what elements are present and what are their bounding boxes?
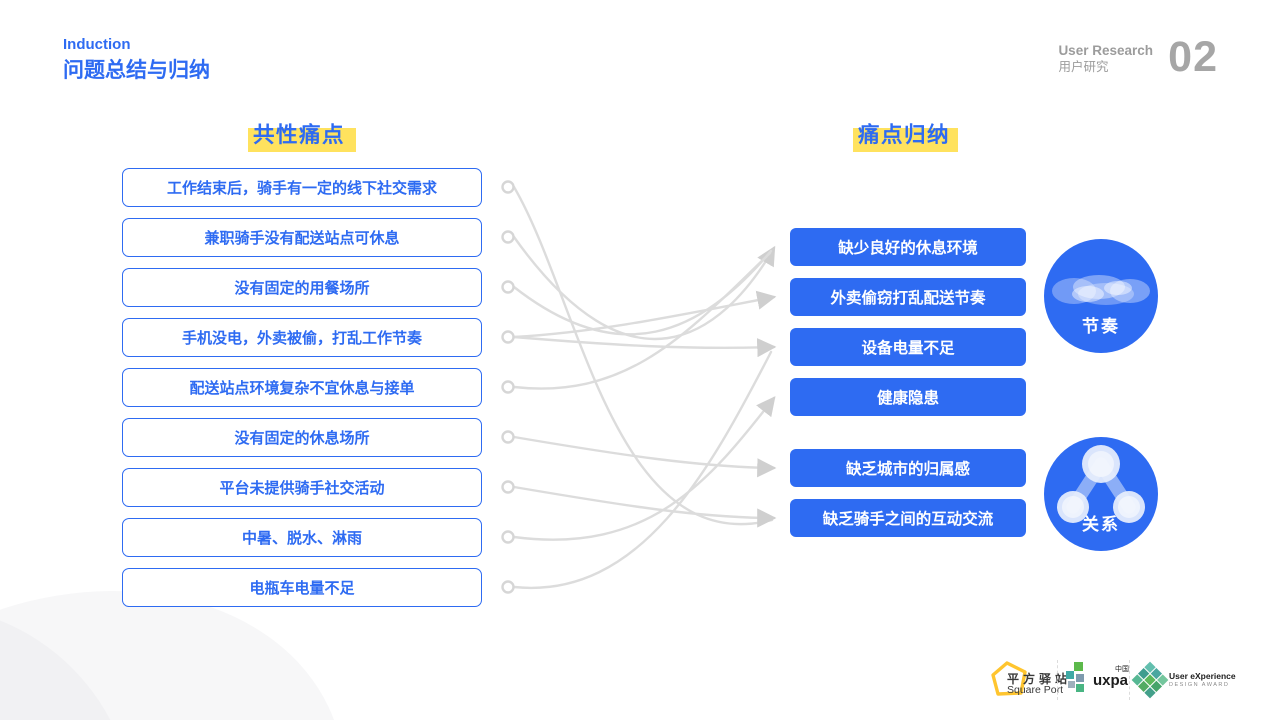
square-port-pentagon-icon	[991, 661, 1027, 696]
square-port-logo-en: Square Port	[1007, 684, 1064, 696]
footer-divider	[1057, 660, 1058, 700]
ux-award-logo-line1: User eXperience	[1169, 671, 1236, 681]
header-meta-zh: 用户研究	[1058, 60, 1109, 74]
category-box: 设备电量不足	[790, 328, 1026, 366]
cluster-rhythm: 节奏	[1044, 239, 1158, 353]
cluster-label: 节奏	[1082, 317, 1120, 336]
category-box: 缺少良好的休息环境	[790, 228, 1026, 266]
footer-logos: 平方驿站 Square Port uxpa 中国 User eXperience…	[985, 658, 1236, 702]
pain-point-box: 平台未提供骑手社交活动	[122, 468, 482, 507]
category-box: 缺乏城市的归属感	[790, 449, 1026, 487]
category-box: 健康隐患	[790, 378, 1026, 416]
yellow-highlight	[248, 128, 356, 152]
page-number: 02	[1168, 33, 1218, 81]
category-box: 缺乏骑手之间的互动交流	[790, 499, 1026, 537]
pain-point-box: 工作结束后，骑手有一定的线下社交需求	[122, 168, 482, 207]
square-port-logo-zh: 平方驿站	[1007, 672, 1072, 686]
uxpa-logo-text: uxpa	[1093, 672, 1129, 689]
header-meta-en: User Research	[1058, 43, 1153, 58]
header-eyebrow: Induction	[63, 36, 131, 53]
cluster-relation: 关系	[1044, 437, 1158, 551]
pain-point-box: 手机没电，外卖被偷，打乱工作节奏	[122, 318, 482, 357]
pain-point-box: 没有固定的用餐场所	[122, 268, 482, 307]
pain-point-box: 没有固定的休息场所	[122, 418, 482, 457]
category-box: 外卖偷窃打乱配送节奏	[790, 278, 1026, 316]
right-column-title: 痛点归纳	[853, 118, 958, 152]
footer-divider	[1129, 660, 1130, 700]
pain-point-box: 电瓶车电量不足	[122, 568, 482, 607]
pain-point-box: 配送站点环境复杂不宜休息与接单	[122, 368, 482, 407]
rhythm-wave-icon	[1052, 275, 1150, 305]
cluster-label: 关系	[1082, 515, 1120, 534]
ux-award-logo-line2: DESIGN AWARD	[1169, 682, 1230, 688]
yellow-highlight	[853, 128, 958, 152]
relation-network-icon	[1057, 445, 1145, 523]
uxpa-logo-sup: 中国	[1115, 666, 1129, 673]
page-title: 问题总结与归纳	[63, 59, 210, 82]
pain-point-box: 中暑、脱水、淋雨	[122, 518, 482, 557]
pain-point-box: 兼职骑手没有配送站点可休息	[122, 218, 482, 257]
header-meta: User Research 用户研究	[1058, 43, 1153, 75]
left-column-title: 共性痛点	[248, 118, 356, 152]
uxpa-squares-icon	[1065, 662, 1089, 698]
ux-award-diamond-icon	[1131, 661, 1169, 699]
